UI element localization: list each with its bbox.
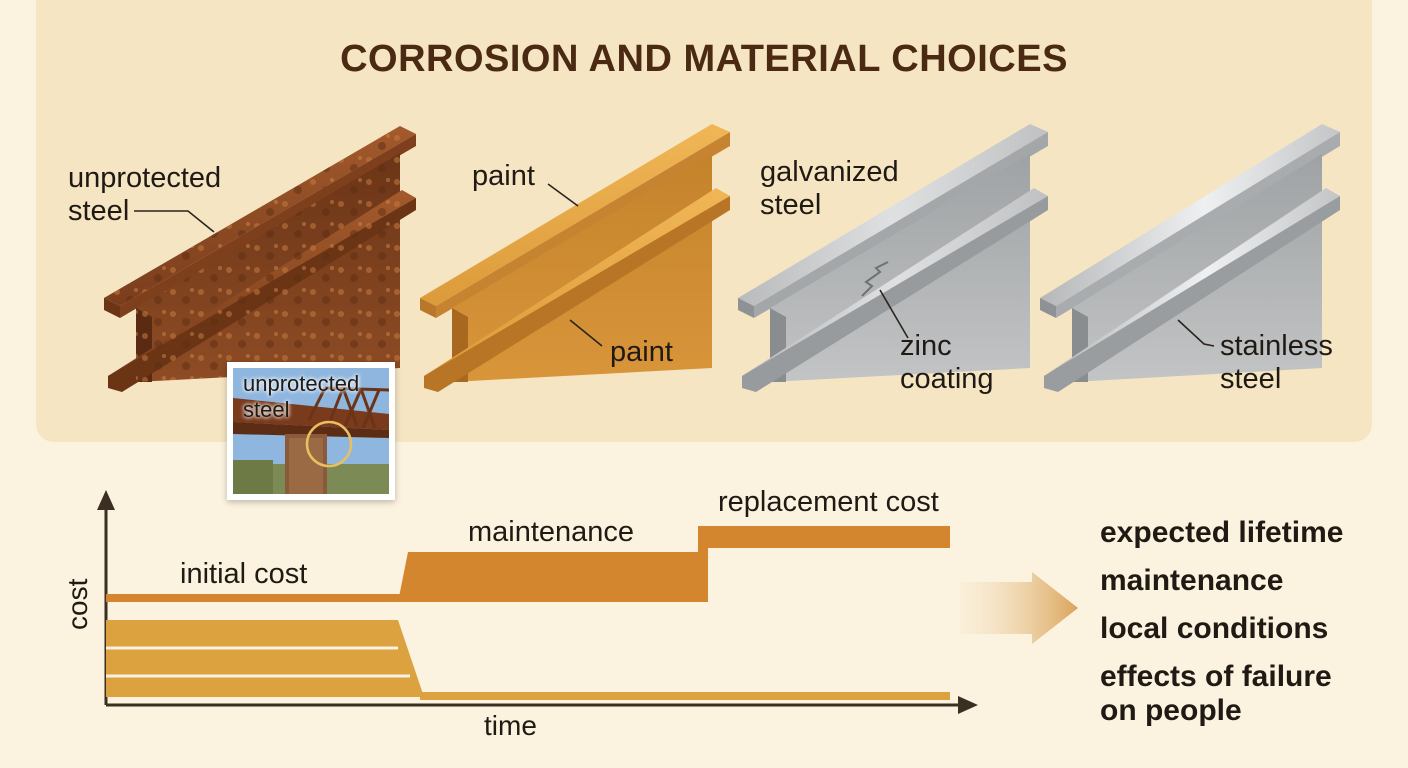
factor-effects-of-failure: effects of failure <box>1100 660 1332 693</box>
durable-initial-cost-block <box>106 620 424 697</box>
bridge-photo-image <box>233 368 389 494</box>
factors-arrow-icon <box>960 572 1078 644</box>
replacement-cost-label: replacement cost <box>718 486 939 518</box>
photo-label-line1: unprotected <box>243 371 360 396</box>
bridge-photo: unprotected steel <box>227 362 395 500</box>
maintenance-cost-label: maintenance <box>468 516 635 548</box>
unprotected-steel-beam <box>104 126 416 392</box>
zinc-coating-label-line1: zinc <box>900 330 952 362</box>
stainless-steel-label-line1: stainless <box>1220 330 1333 362</box>
maintenance-cost-bar <box>398 552 706 602</box>
leader-lines <box>134 183 1215 347</box>
stainless-steel-label-line2: steel <box>1220 363 1282 395</box>
unprotected-steel-label-line1: unprotected <box>68 162 222 194</box>
factor-on-people: on people <box>1100 694 1242 727</box>
paint-label-top: paint <box>472 160 535 192</box>
factor-local-conditions: local conditions <box>1100 612 1329 645</box>
page-title: CORROSION AND MATERIAL CHOICES <box>340 38 1068 80</box>
durable-low-cost-line <box>420 692 950 700</box>
galvanized-steel-label-line2: steel <box>760 189 822 221</box>
stainless-steel-beam <box>1040 124 1340 392</box>
painted-steel-beam <box>420 124 730 392</box>
initial-cost-bar <box>106 594 400 602</box>
replacement-cost-bar <box>698 526 950 548</box>
cost-chart <box>97 490 1078 714</box>
photo-label-line2: steel <box>243 397 290 422</box>
x-axis-label: time <box>484 710 537 741</box>
factor-expected-lifetime: expected lifetime <box>1100 516 1344 549</box>
zinc-coating-label-line2: coating <box>900 363 994 395</box>
factor-maintenance: maintenance <box>1100 564 1284 597</box>
initial-cost-label: initial cost <box>180 558 308 590</box>
galvanized-steel-beam <box>738 124 1048 392</box>
paint-label-bottom: paint <box>610 336 673 368</box>
galvanized-steel-label-line1: galvanized <box>760 156 899 188</box>
y-axis-label: cost <box>62 578 93 630</box>
unprotected-steel-label-line2: steel <box>68 195 130 227</box>
